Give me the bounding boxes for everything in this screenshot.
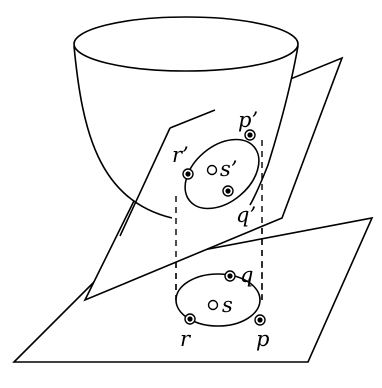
label-q-prime: q’ <box>236 203 256 227</box>
point-p-prime <box>244 129 256 141</box>
slanted-plane-top-edge-front <box>169 109 216 129</box>
point-s-prime <box>206 164 218 176</box>
point-p <box>254 314 266 326</box>
label-s: s <box>222 293 233 317</box>
label-p-prime: p’ <box>238 108 258 132</box>
upper-circle <box>184 138 260 210</box>
point-r-prime <box>182 168 194 180</box>
point-q-prime <box>222 185 234 197</box>
point-r <box>184 313 196 325</box>
label-s-prime: s’ <box>220 157 237 181</box>
paraboloid-body <box>74 46 298 222</box>
label-q: q <box>240 263 253 287</box>
label-r-prime: r’ <box>172 143 189 167</box>
paraboloid-rim <box>73 16 299 72</box>
label-r: r <box>180 327 192 351</box>
paraboloid-right-silhouette <box>249 45 299 206</box>
point-q <box>224 270 236 282</box>
point-s <box>207 299 219 311</box>
paraboloid-left-silhouette <box>73 45 173 219</box>
label-p: p <box>256 327 269 351</box>
slanted-plane-edge-front <box>119 127 171 237</box>
